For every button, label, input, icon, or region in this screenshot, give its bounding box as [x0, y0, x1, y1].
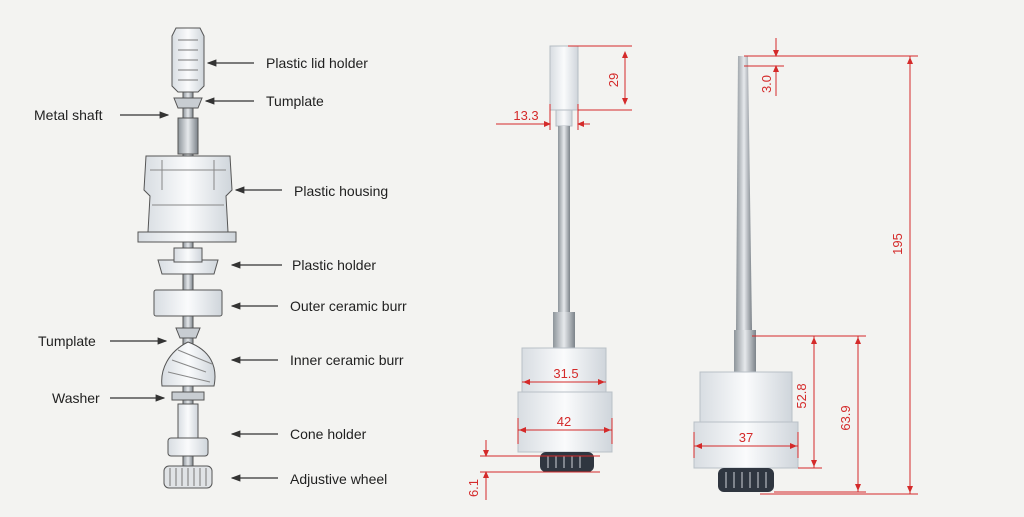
label-outer-ceramic-burr: Outer ceramic burr [290, 298, 407, 314]
sleeve-part [177, 117, 199, 155]
dim-tip-height: 3.0 [759, 75, 774, 93]
dim-lid-height: 29 [606, 73, 621, 87]
dim-total-length: 195 [890, 233, 905, 255]
leader-arrows [110, 59, 282, 482]
label-inner-ceramic-burr: Inner ceramic burr [290, 352, 404, 368]
right-assembly [693, 56, 799, 492]
tumplate-top-part [173, 97, 203, 109]
dim-housing-upper: 31.5 [553, 366, 578, 381]
dim-wheel-height: 6.1 [466, 479, 481, 497]
inner-burr-part [161, 341, 216, 387]
dim-lid-width: 13.3 [513, 108, 538, 123]
dim-housing-lower: 42 [557, 414, 571, 429]
dim-housing-height-inner: 52.8 [794, 383, 809, 408]
label-metal-shaft: Metal shaft [34, 107, 103, 123]
cone-holder-part [167, 437, 209, 457]
exploded-view [137, 27, 237, 489]
outer-burr-part [153, 289, 223, 317]
label-tumplate-mid: Tumplate [38, 333, 96, 349]
middle-assembly [517, 45, 613, 472]
dim-housing-height-outer: 63.9 [838, 405, 853, 430]
label-plastic-holder: Plastic holder [292, 257, 377, 273]
housing-part [143, 155, 233, 233]
label-adjustive-wheel: Adjustive wheel [290, 471, 388, 487]
dim-housing-width-right: 37 [739, 430, 753, 445]
dimension-lines [480, 38, 918, 500]
washer-part [171, 391, 205, 401]
label-cone-holder: Cone holder [290, 426, 367, 442]
label-plastic-lid-holder: Plastic lid holder [266, 55, 368, 71]
label-tumplate-top: Tumplate [266, 93, 324, 109]
label-washer: Washer [52, 390, 100, 406]
label-plastic-housing: Plastic housing [294, 183, 389, 199]
